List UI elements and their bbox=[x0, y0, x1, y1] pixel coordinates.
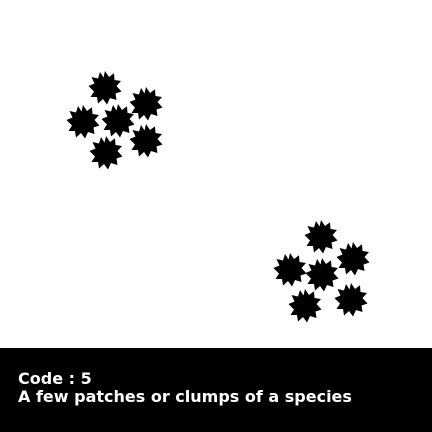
flower-icon bbox=[336, 242, 370, 276]
caption-description: A few patches or clumps of a species bbox=[18, 387, 352, 406]
flower-icon bbox=[304, 220, 338, 254]
caption-code: Code : 5 bbox=[18, 369, 92, 388]
flower-icon bbox=[101, 104, 135, 138]
clump-lower-right bbox=[273, 220, 370, 323]
caption-bar: Code : 5 A few patches or clumps of a sp… bbox=[0, 348, 432, 432]
flower-icon bbox=[66, 105, 100, 139]
flower-icon bbox=[273, 253, 307, 287]
flower-icon bbox=[89, 136, 123, 170]
clump-upper-left bbox=[66, 71, 163, 170]
flower-icon bbox=[305, 258, 339, 292]
flower-icon bbox=[88, 71, 122, 105]
flower-icon bbox=[129, 124, 163, 158]
clump-field bbox=[66, 71, 370, 323]
flower-icon bbox=[334, 283, 368, 317]
flower-icon bbox=[288, 289, 322, 323]
flower-icon bbox=[129, 87, 163, 121]
